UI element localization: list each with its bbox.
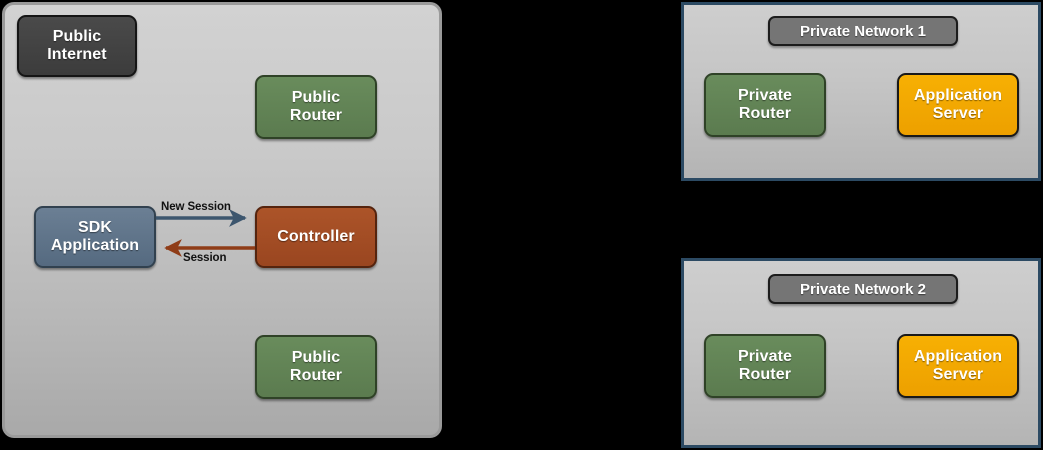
edge-label-new-session: New Session [161,201,231,213]
private-network-1-title: Private Network 1 [768,16,958,46]
node-public-router-bottom[interactable]: Public Router [255,335,377,399]
private-network-2-title: Private Network 2 [768,274,958,304]
edge-label-session: Session [183,252,227,264]
node-controller[interactable]: Controller [255,206,377,268]
node-private-router-2[interactable]: Private Router [704,334,826,398]
node-application-server-2[interactable]: Application Server [897,334,1019,398]
private-network-2-zone: Private Network 2 Private Router Applica… [681,258,1041,448]
node-private-router-1[interactable]: Private Router [704,73,826,137]
node-public-router-top[interactable]: Public Router [255,75,377,139]
node-application-server-1[interactable]: Application Server [897,73,1019,137]
private-network-1-zone: Private Network 1 Private Router Applica… [681,2,1041,181]
node-sdk-application[interactable]: SDK Application [34,206,156,268]
public-internet-zone: Public Internet Public Router SDK Applic… [2,2,442,438]
node-public-internet[interactable]: Public Internet [17,15,137,77]
